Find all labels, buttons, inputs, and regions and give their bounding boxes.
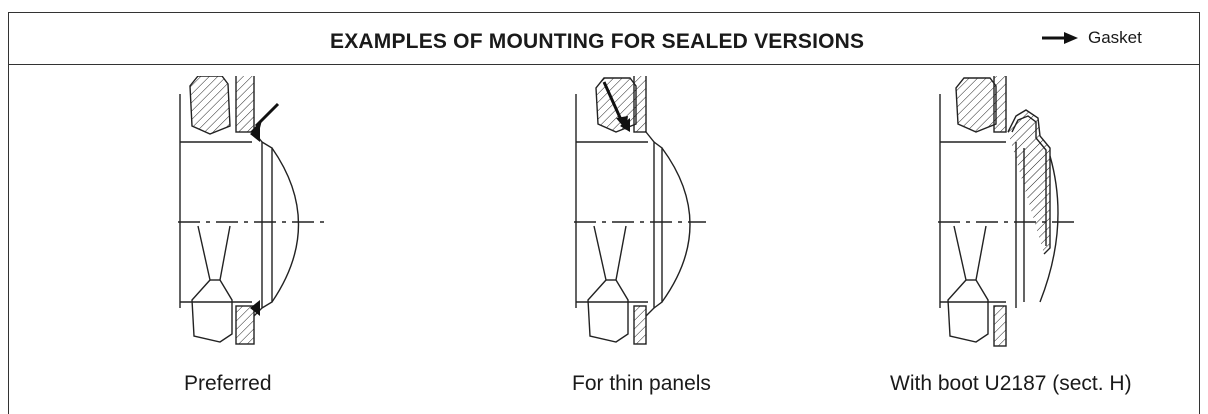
diagram-frame	[8, 12, 1200, 414]
legend-label: Gasket	[1088, 28, 1142, 47]
mounting-diagram-with-boot	[938, 76, 1078, 347]
legend: Gasket	[1040, 28, 1142, 48]
header-divider	[8, 64, 1200, 65]
mounting-diagram-preferred	[178, 76, 325, 345]
mounting-diagram-thin-panels	[574, 76, 706, 345]
right-arrow-icon	[1042, 32, 1078, 44]
caption-preferred: Preferred	[184, 372, 272, 395]
caption-thin-panels: For thin panels	[572, 372, 711, 395]
page-title: EXAMPLES OF MOUNTING FOR SEALED VERSIONS	[330, 30, 865, 53]
caption-with-boot: With boot U2187 (sect. H)	[890, 372, 1132, 395]
